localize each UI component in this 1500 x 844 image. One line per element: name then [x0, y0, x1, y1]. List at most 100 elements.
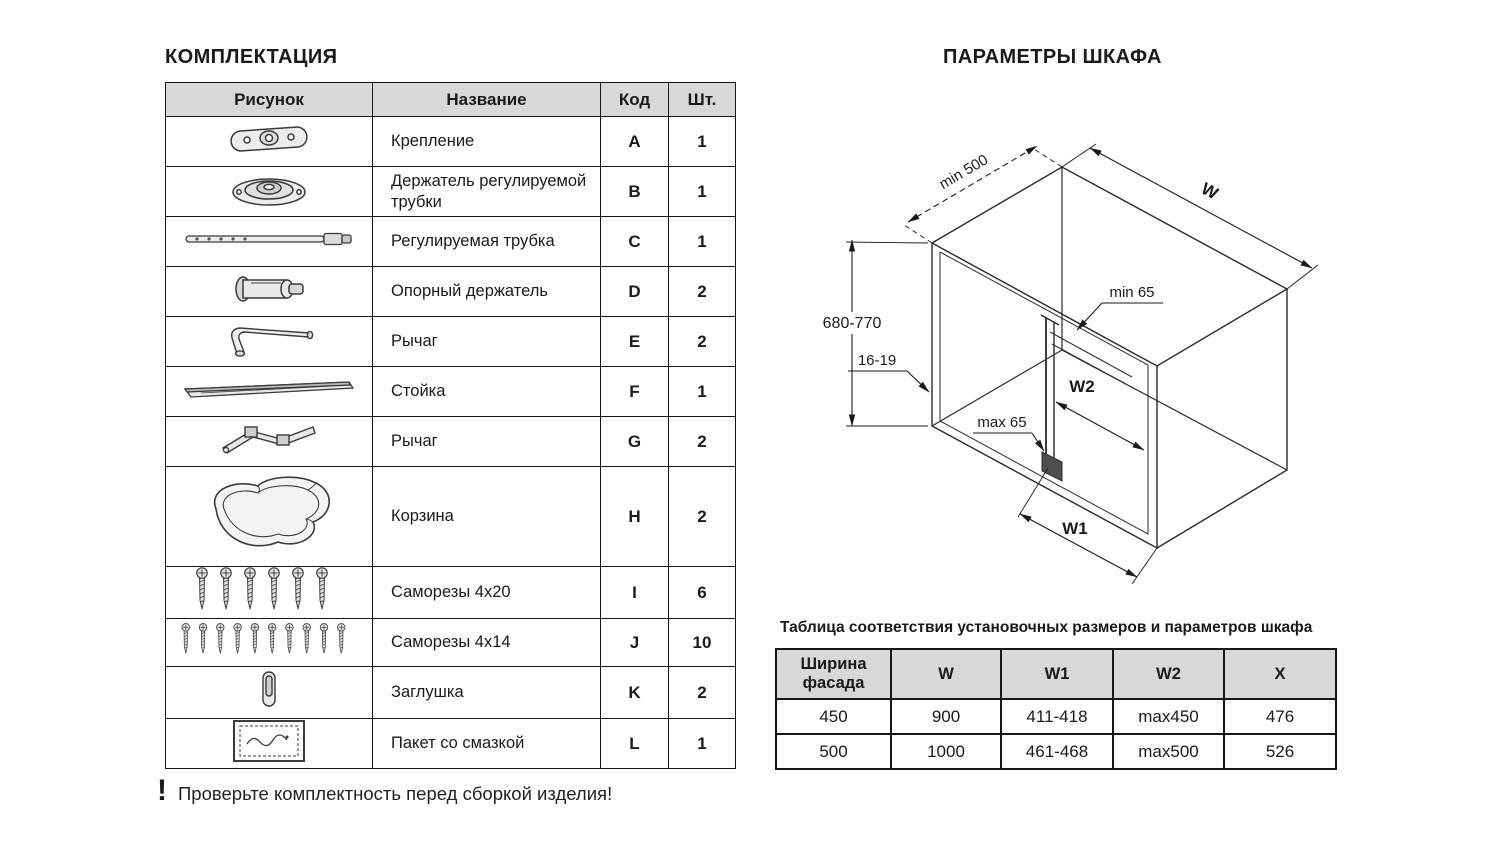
part-name: Рычаг — [372, 316, 601, 367]
part-picture-cell — [165, 166, 373, 217]
part-qty: 2 — [668, 666, 736, 719]
table-header-row: Рисунок Название Код Шт. — [165, 82, 736, 117]
tube-holder-icon — [232, 178, 306, 206]
dim-w1-label: W1 — [1062, 519, 1088, 538]
dim-top-clearance-label: min 65 — [1109, 284, 1154, 301]
part-picture-cell — [165, 718, 373, 769]
col-header-w: W — [890, 648, 1002, 700]
mount-bracket-icon — [230, 126, 308, 152]
part-qty: 2 — [668, 416, 736, 467]
warning-text: Проверьте комплектность перед сборкой из… — [178, 783, 613, 804]
col-header-w1: W1 — [1000, 648, 1114, 700]
part-code: E — [600, 316, 669, 367]
cell-facade-width: 500 — [775, 733, 892, 770]
exclamation-icon: ! — [157, 774, 167, 807]
part-name: Заглушка — [372, 666, 601, 719]
adjustable-tube-icon — [185, 232, 352, 246]
table-header-row: Ширина фасада W W1 W2 X — [775, 648, 1337, 700]
col-header-picture: Рисунок — [165, 82, 373, 117]
dim-width-label: W — [1198, 179, 1222, 204]
table-row: Стойка F 1 — [165, 366, 736, 417]
size-table-caption: Таблица соответствия установочных размер… — [780, 619, 1313, 636]
label-backing — [806, 312, 898, 334]
cell-w1: 461-468 — [1000, 733, 1114, 770]
part-qty: 1 — [668, 216, 736, 267]
part-name: Рычаг — [372, 416, 601, 467]
cabinet-diagram: min 500 W 680-770 16-19 min 65 W2 max 65… — [806, 143, 1319, 585]
part-code: L — [600, 718, 669, 769]
part-picture-cell — [165, 266, 373, 317]
part-code: J — [600, 618, 669, 667]
part-name: Держатель регулируемой трубки — [372, 166, 601, 217]
table-row: 450 900 411-418 max450 476 — [775, 698, 1337, 735]
part-qty: 6 — [668, 566, 736, 619]
table-row: Рычаг E 2 — [165, 316, 736, 367]
part-code: G — [600, 416, 669, 467]
part-name: Саморезы 4x20 — [372, 566, 601, 619]
part-name: Опорный держатель — [372, 266, 601, 317]
part-picture-cell — [165, 116, 373, 167]
footer-warning: ! Проверьте комплектность перед сборкой … — [157, 776, 612, 806]
cabinet-body — [930, 166, 1289, 550]
table-row: Держатель регулируемой трубки B 1 — [165, 166, 736, 217]
grease-pack-icon — [233, 720, 305, 762]
cell-w2: max500 — [1112, 733, 1225, 770]
lever-icon — [230, 327, 314, 357]
dimension-lines — [845, 143, 1319, 585]
part-name: Саморезы 4x14 — [372, 618, 601, 667]
col-header-code: Код — [600, 82, 669, 117]
table-row: Саморезы 4x14 J 10 — [165, 618, 736, 667]
table-row: Рычаг G 2 — [165, 416, 736, 467]
part-picture-cell — [165, 618, 373, 667]
table-row: Опорный держатель D 2 — [165, 266, 736, 317]
cell-w1: 411-418 — [1000, 698, 1114, 735]
cabinet-section-title: ПАРАМЕТРЫ ШКАФА — [943, 46, 1162, 68]
inner-rail — [1040, 314, 1133, 482]
lever-arm-icon — [221, 426, 316, 454]
part-code: C — [600, 216, 669, 267]
stand-rail-icon — [183, 381, 355, 398]
dim-w2-label: W2 — [1069, 377, 1095, 396]
part-picture-cell — [165, 566, 373, 619]
part-qty: 10 — [668, 618, 736, 667]
cell-w: 1000 — [890, 733, 1002, 770]
part-name: Пакет со смазкой — [372, 718, 601, 769]
part-qty: 1 — [668, 718, 736, 769]
plug-cap-icon — [262, 671, 276, 707]
col-header-name: Название — [372, 82, 601, 117]
col-header-x: X — [1223, 648, 1337, 700]
part-code: I — [600, 566, 669, 619]
dim-depth-label: min 500 — [936, 151, 991, 193]
support-holder-icon — [235, 276, 304, 302]
col-header-qty: Шт. — [668, 82, 736, 117]
size-params-table: Ширина фасада W W1 W2 X 450 900 411-418 … — [775, 648, 1337, 770]
part-code: K — [600, 666, 669, 719]
col-header-facade-width: Ширина фасада — [775, 648, 892, 700]
part-qty: 1 — [668, 366, 736, 417]
cell-x: 476 — [1223, 698, 1337, 735]
table-row: 500 1000 461-468 max500 526 — [775, 733, 1337, 770]
cell-facade-width: 450 — [775, 698, 892, 735]
col-header-w2: W2 — [1112, 648, 1225, 700]
part-picture-cell — [165, 366, 373, 417]
part-qty: 2 — [668, 316, 736, 367]
part-picture-cell — [165, 466, 373, 567]
part-name: Корзина — [372, 466, 601, 567]
table-row: Саморезы 4x20 I 6 — [165, 566, 736, 619]
part-picture-cell — [165, 416, 373, 467]
cell-w: 900 — [890, 698, 1002, 735]
parts-table: Рисунок Название Код Шт. Крепление A 1 — [165, 82, 736, 769]
screws-4x14-icon — [181, 623, 346, 654]
table-row: Корзина H 2 — [165, 466, 736, 567]
dim-bottom-clearance-label: max 65 — [977, 414, 1026, 431]
part-code: D — [600, 266, 669, 317]
screws-4x20-icon — [196, 567, 328, 610]
kit-section-title: КОМПЛЕКТАЦИЯ — [165, 46, 338, 68]
basket-icon — [213, 476, 331, 547]
part-qty: 2 — [668, 466, 736, 567]
part-code: A — [600, 116, 669, 167]
part-name: Крепление — [372, 116, 601, 167]
table-row: Заглушка K 2 — [165, 666, 736, 719]
part-code: H — [600, 466, 669, 567]
